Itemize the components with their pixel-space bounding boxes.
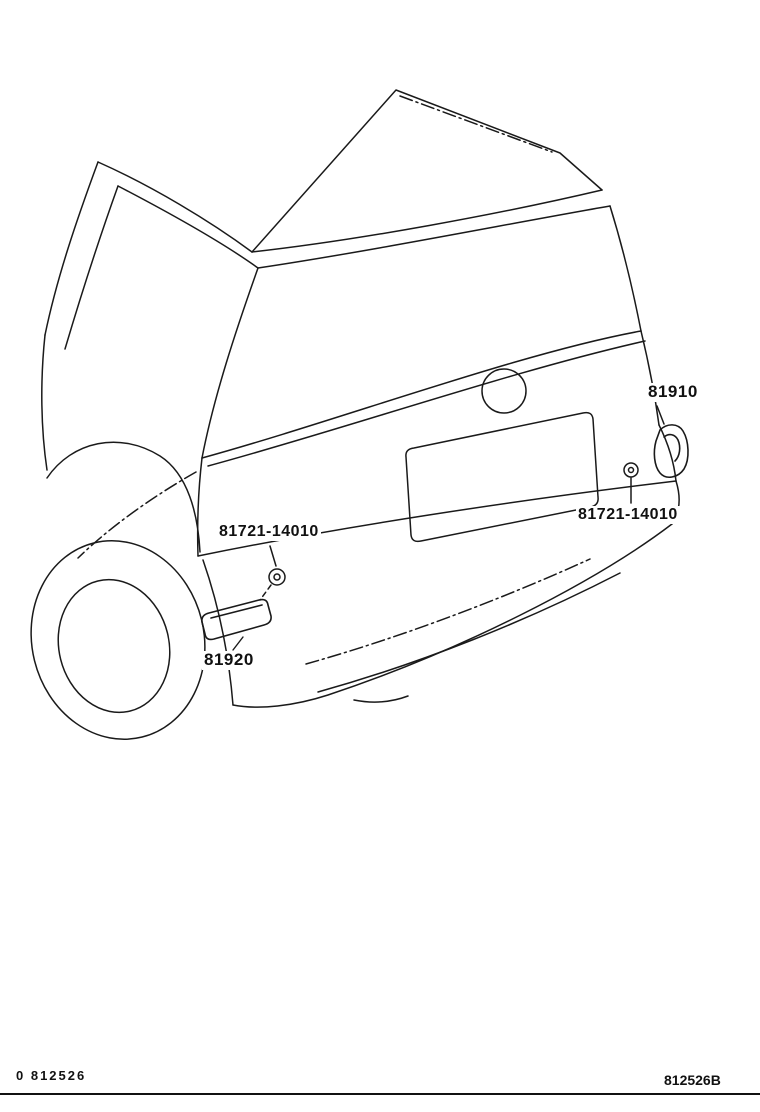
figure-code-right: 812526B — [664, 1072, 721, 1088]
rear-window-outline — [201, 205, 646, 467]
roof-and-pillar-lines — [41, 161, 259, 471]
leader-line-81920 — [232, 636, 244, 651]
catalog-code-left: 0 812526 — [16, 1068, 87, 1083]
spoiler-outline — [251, 89, 603, 253]
wheel-and-fender — [30, 441, 206, 740]
footer-divider-line — [0, 1093, 760, 1095]
part-label-81910: 81910 — [646, 382, 700, 402]
leader-line-81910 — [656, 405, 665, 425]
part-label-81721-14010-right: 81721-14010 — [576, 506, 680, 524]
license-plate-recess — [405, 411, 599, 543]
part-label-81721-14010-left: 81721-14010 — [217, 523, 321, 541]
clip-81721-left — [259, 545, 286, 601]
clip-81721-right — [623, 462, 639, 504]
part-label-81920: 81920 — [202, 650, 256, 670]
bumper-outline — [197, 424, 680, 708]
emblem-circle — [481, 368, 527, 414]
leader-line-81721-left — [269, 545, 277, 567]
side-marker-lamp-81910 — [653, 424, 689, 478]
reflector-81920 — [201, 598, 272, 651]
